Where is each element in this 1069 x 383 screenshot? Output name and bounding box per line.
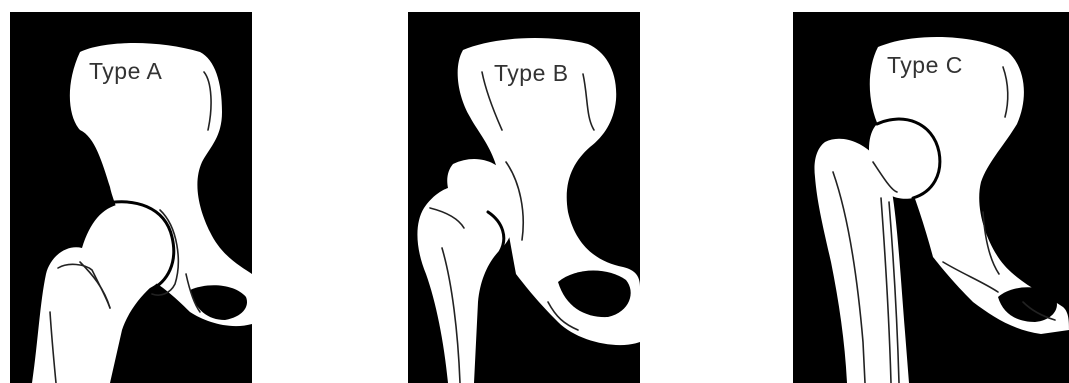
- type-a-label: Type A: [89, 58, 162, 85]
- femur-shape: [417, 159, 516, 383]
- type-c-label: Type C: [887, 52, 963, 79]
- hip-diagram-type-c: Type C: [793, 12, 1069, 383]
- hip-diagram-type-b: Type B: [408, 12, 640, 383]
- hip-diagram-type-a: Type A: [10, 12, 252, 383]
- type-b-label: Type B: [494, 60, 569, 87]
